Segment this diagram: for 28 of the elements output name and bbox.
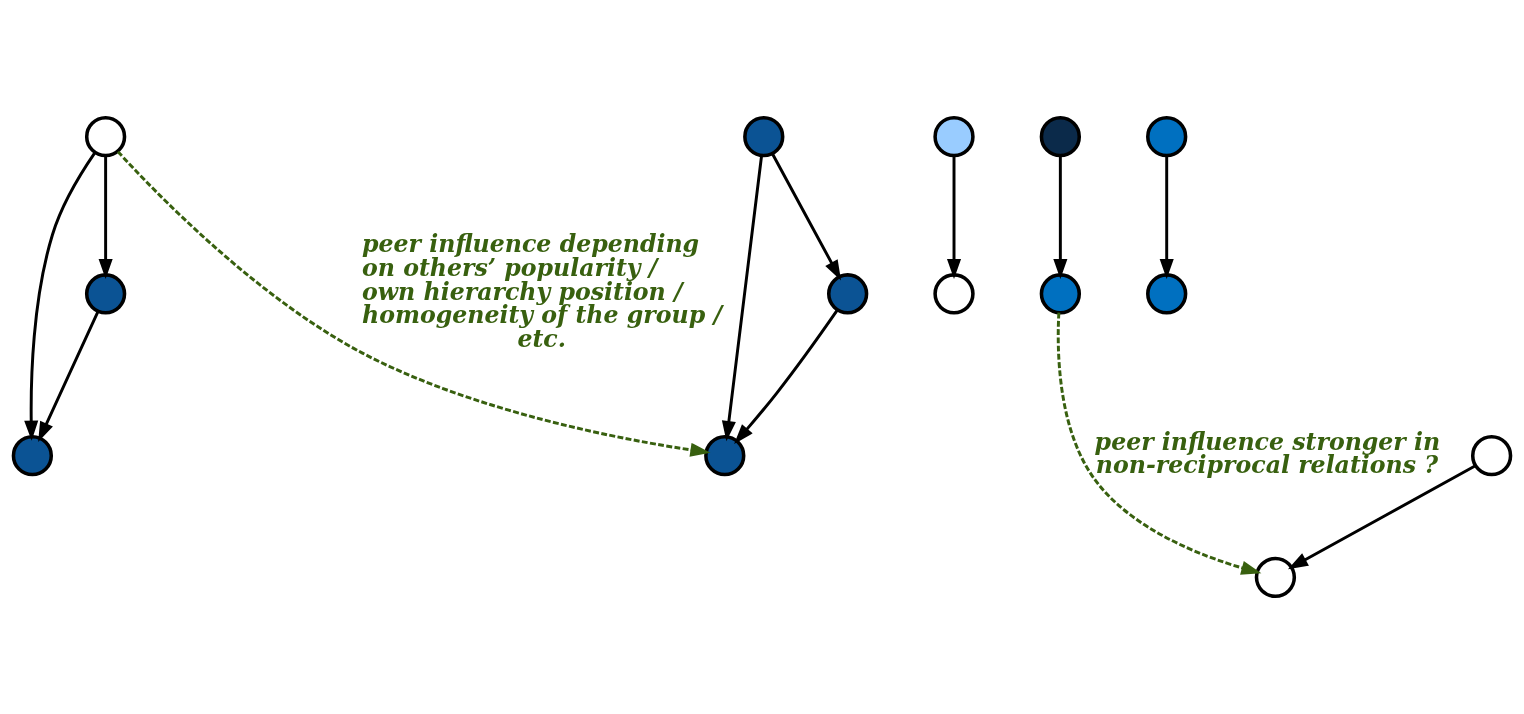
node-circle [933,273,975,315]
arrow [38,310,100,442]
node-circle [84,273,127,315]
arrow [734,309,839,444]
node-circle [704,435,746,477]
edge-label: peer influence stronger in non-reciprocal relations ? [1094,427,1441,480]
node-circle [827,273,869,315]
node-circle [11,435,54,477]
node-circle [84,115,127,158]
node-circle [1146,115,1188,158]
arrow [24,151,97,441]
edge-label: peer influence depending on others’ popularity / own hierarchy position / homogeneity of the group / etc. [362,230,723,353]
arrow [721,155,764,442]
node-circle [1470,435,1513,477]
arrow [1287,464,1477,570]
arrow [116,150,711,457]
node-circle [933,115,975,158]
arrow [98,155,113,280]
arrow [771,153,842,281]
arrow [946,155,962,280]
arrow [1053,155,1068,280]
arrow [1056,312,1262,575]
node-circle [1039,273,1082,315]
node-circle [1039,115,1082,158]
node-circle [743,115,785,158]
node-circle [1146,273,1188,315]
node-circle [1254,556,1297,599]
arrow [1159,155,1174,280]
